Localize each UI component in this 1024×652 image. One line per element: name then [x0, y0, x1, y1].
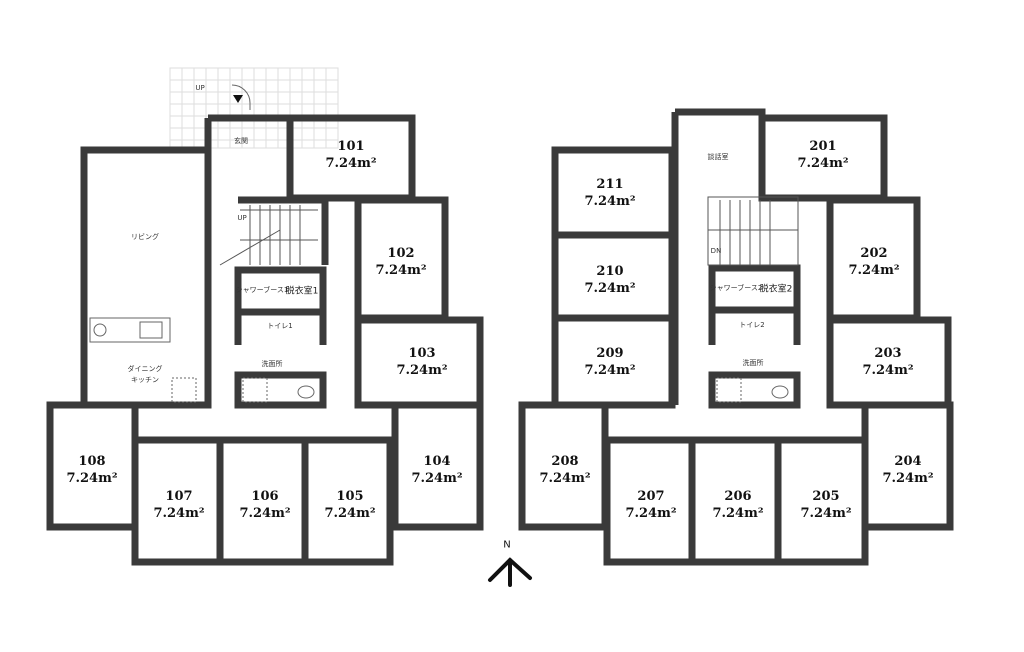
lounge-label: 談話室: [707, 153, 729, 161]
up-label: UP: [195, 84, 205, 92]
room-203[interactable]: 203 7.24m²: [862, 345, 913, 379]
room-number: 205: [812, 489, 840, 504]
fixtures: [89, 84, 789, 403]
dressing-room-label: 脱衣室2: [759, 284, 793, 295]
room-number: 208: [551, 454, 579, 469]
room-number: 209: [596, 346, 624, 361]
room-number: 105: [336, 489, 364, 504]
room-number: 202: [860, 246, 888, 261]
room-number: 206: [724, 489, 752, 504]
living-label: リビング: [131, 233, 159, 241]
room-number: 102: [387, 246, 415, 261]
room-number: 101: [337, 139, 365, 154]
room-area: 7.24m²: [584, 194, 636, 209]
room-104[interactable]: 104 7.24m²: [411, 453, 462, 487]
room-area: 7.24m²: [396, 363, 448, 378]
stairs-down-label: DN: [710, 247, 722, 255]
room-number: 108: [78, 454, 106, 469]
room-204[interactable]: 204 7.24m²: [882, 453, 933, 487]
toilet-label: トイレ2: [739, 321, 765, 329]
room-201[interactable]: 201 7.24m²: [797, 138, 848, 172]
room-area: 7.24m²: [584, 363, 636, 378]
north-arrow-icon: [488, 557, 532, 587]
room-number: 210: [596, 264, 624, 279]
room-area: 7.24m²: [797, 156, 849, 171]
room-211[interactable]: 211 7.24m²: [584, 176, 635, 210]
shower-booth-label: シャワーブース1: [235, 286, 289, 294]
kitchen-label: キッチン: [131, 376, 159, 384]
room-202[interactable]: 202 7.24m²: [848, 245, 899, 279]
entrance-label: 玄関: [234, 137, 248, 145]
room-103[interactable]: 103 7.24m²: [396, 345, 447, 379]
room-208[interactable]: 208 7.24m²: [539, 453, 590, 487]
washroom-label: 洗面所: [742, 359, 764, 367]
room-area: 7.24m²: [375, 263, 427, 278]
room-number: 104: [423, 454, 451, 469]
room-number: 211: [596, 177, 624, 192]
room-209[interactable]: 209 7.24m²: [584, 345, 635, 379]
room-area: 7.24m²: [800, 506, 852, 521]
room-108[interactable]: 108 7.24m²: [66, 453, 117, 487]
room-206[interactable]: 206 7.24m²: [712, 488, 763, 522]
room-area: 7.24m²: [324, 506, 376, 521]
room-205[interactable]: 205 7.24m²: [800, 488, 851, 522]
room-101[interactable]: 101 7.24m²: [325, 138, 376, 172]
room-number: 203: [874, 346, 902, 361]
room-area: 7.24m²: [153, 506, 205, 521]
shower-booth-label: シャワーブース2: [709, 284, 763, 292]
room-207[interactable]: 207 7.24m²: [625, 488, 676, 522]
terrace-grid: [169, 67, 339, 149]
compass-label: N: [503, 539, 511, 551]
walls-floor1: [46, 114, 484, 566]
room-area: 7.24m²: [882, 471, 934, 486]
toilet-label: トイレ1: [267, 322, 293, 330]
room-number: 207: [637, 489, 665, 504]
room-number: 201: [809, 139, 837, 154]
room-area: 7.24m²: [625, 506, 677, 521]
room-area: 7.24m²: [539, 471, 591, 486]
room-number: 106: [251, 489, 279, 504]
room-area: 7.24m²: [411, 471, 463, 486]
dining-label: ダイニング: [127, 365, 163, 373]
room-210[interactable]: 210 7.24m²: [584, 263, 635, 297]
room-105[interactable]: 105 7.24m²: [324, 488, 375, 522]
room-area: 7.24m²: [66, 471, 118, 486]
washroom-label: 洗面所: [261, 360, 283, 368]
room-area: 7.24m²: [862, 363, 914, 378]
room-106[interactable]: 106 7.24m²: [239, 488, 290, 522]
room-area: 7.24m²: [712, 506, 764, 521]
stairs: [219, 196, 799, 266]
room-area: 7.24m²: [239, 506, 291, 521]
stairs-up-label: UP: [237, 214, 247, 222]
dressing-room-label: 脱衣室1: [285, 286, 319, 297]
room-102[interactable]: 102 7.24m²: [375, 245, 426, 279]
room-area: 7.24m²: [584, 281, 636, 296]
room-107[interactable]: 107 7.24m²: [153, 488, 204, 522]
room-area: 7.24m²: [325, 156, 377, 171]
room-number: 103: [408, 346, 436, 361]
room-area: 7.24m²: [848, 263, 900, 278]
room-number: 204: [894, 454, 922, 469]
room-number: 107: [165, 489, 193, 504]
walls-floor2: [518, 108, 954, 566]
